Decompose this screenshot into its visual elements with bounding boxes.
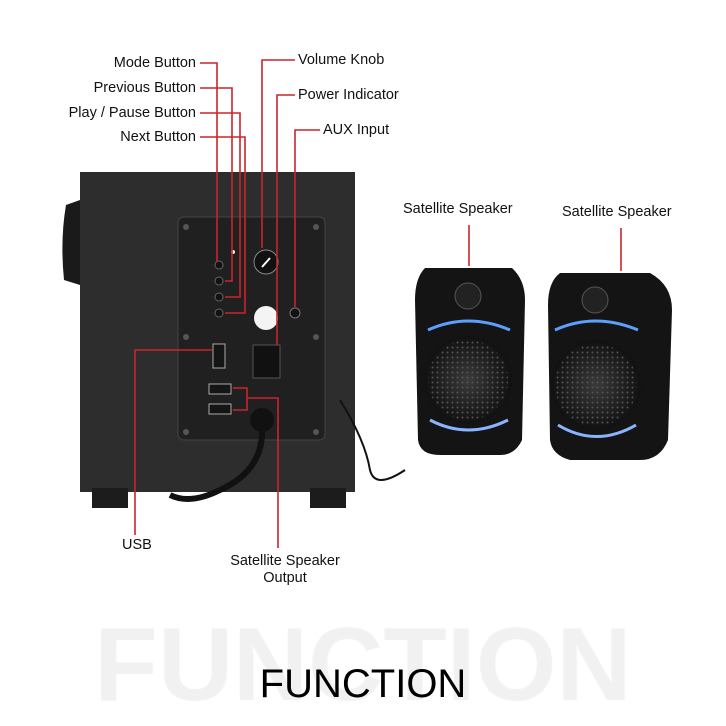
label-play-pause-button: Play / Pause Button — [68, 105, 196, 121]
label-satellite-speaker-left: Satellite Speaker — [403, 201, 513, 217]
label-satellite-output-line1: Satellite Speaker — [230, 553, 340, 569]
label-satellite-output-line2: Output — [263, 570, 307, 586]
label-satellite-speaker-right: Satellite Speaker — [562, 204, 672, 220]
page-title: FUNCTION — [259, 662, 467, 706]
label-volume-knob: Volume Knob — [298, 52, 385, 68]
label-satellite-output: Satellite Speaker Output — [205, 553, 365, 587]
satellite-speaker-right — [548, 273, 672, 460]
label-power-indicator: Power Indicator — [298, 87, 399, 103]
control-buttons — [214, 250, 235, 318]
satellite-speaker-left — [415, 268, 525, 455]
label-previous-button: Previous Button — [93, 80, 196, 96]
label-aux-input: AUX Input — [323, 122, 390, 138]
label-next-button: Next Button — [120, 129, 196, 145]
aux-input-jack — [289, 307, 301, 319]
qc-pass-sticker — [254, 306, 278, 330]
power-switch — [252, 344, 281, 379]
label-usb: USB — [122, 537, 152, 553]
subwoofer — [62, 172, 406, 508]
usb-port — [212, 343, 226, 369]
callout-lines — [134, 59, 622, 548]
label-mode-button: Mode Button — [113, 55, 196, 71]
